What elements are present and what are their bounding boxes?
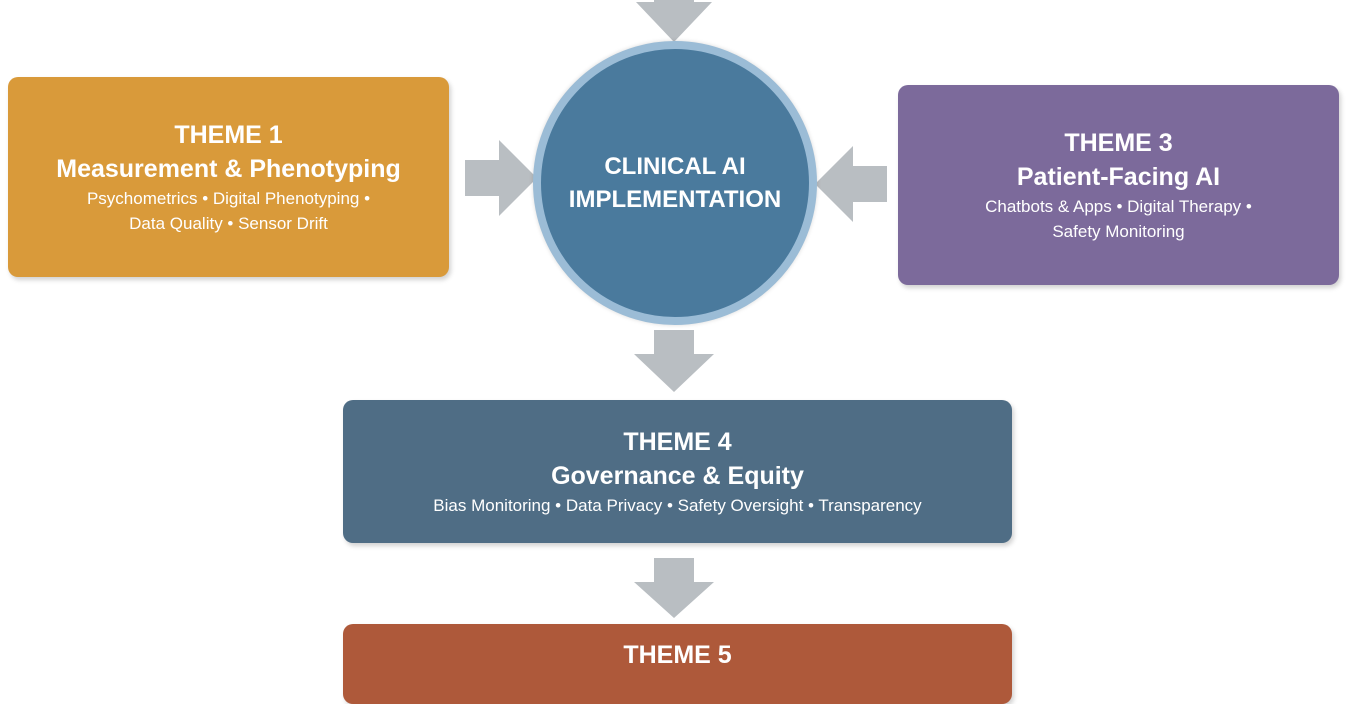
theme-3-title: Patient-Facing AI [1016, 163, 1221, 191]
arrow-top-down-icon [636, 0, 712, 42]
arrow-left-icon [815, 146, 887, 222]
theme-3-items-line-2: Safety Monitoring [1052, 222, 1185, 241]
arrow-right-icon [465, 140, 537, 216]
theme-1-items-line-2: Data Quality • Sensor Drift [129, 214, 328, 233]
theme-3-heading: THEME 3 [1064, 129, 1173, 157]
theme-5-box: THEME 5 [343, 624, 1012, 704]
theme-1-heading: THEME 1 [174, 121, 283, 149]
theme-4-title: Governance & Equity [551, 462, 804, 490]
theme-1-title: Measurement & Phenotyping [56, 155, 401, 183]
theme-1-items-line-1: Psychometrics • Digital Phenotyping • [86, 189, 371, 208]
theme-3-box: THEME 3 Patient-Facing AI Chatbots & App… [898, 85, 1339, 285]
theme-4-heading: THEME 4 [623, 428, 732, 456]
hub-label-line-2: IMPLEMENTATION [568, 186, 782, 213]
theme-4-items-line-1: Bias Monitoring • Data Privacy • Safety … [433, 496, 922, 515]
hub-label-line-1: CLINICAL AI [604, 153, 746, 180]
theme-4-box: THEME 4 Governance & Equity Bias Monitor… [343, 400, 1012, 543]
arrow-hub-to-theme4-icon [634, 330, 714, 392]
theme-1-box: THEME 1 Measurement & Phenotyping Psycho… [8, 77, 449, 277]
theme-5-heading: THEME 5 [623, 641, 732, 669]
arrow-theme4-to-theme5-icon [634, 558, 714, 618]
clinical-ai-hub: CLINICAL AI IMPLEMENTATION [533, 41, 817, 325]
theme-3-items-line-1: Chatbots & Apps • Digital Therapy • [985, 197, 1252, 216]
